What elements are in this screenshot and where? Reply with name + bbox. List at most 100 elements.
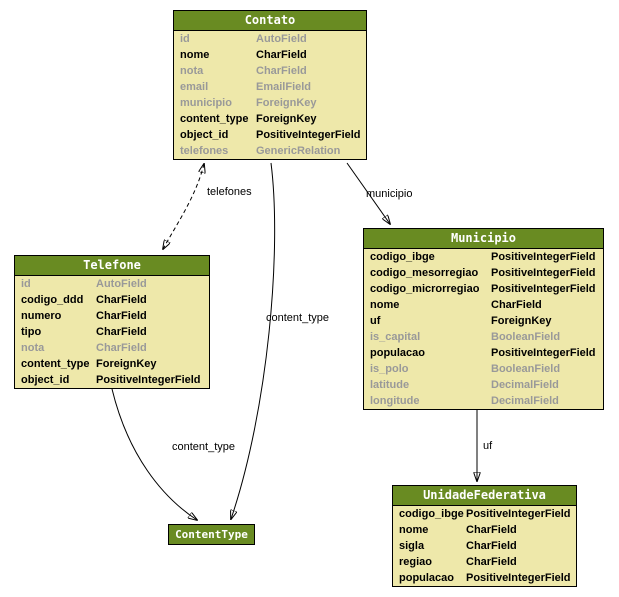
field-type: PositiveIntegerField — [96, 374, 201, 386]
field-type: CharField — [466, 540, 517, 552]
field-name: content_type — [180, 113, 249, 125]
field-type: PositiveIntegerField — [491, 283, 596, 295]
field-name: nome — [370, 299, 400, 311]
entity-contato-title: Contato — [174, 11, 366, 31]
field-name: id — [21, 278, 31, 290]
field-row: is_polo BooleanField — [364, 361, 603, 377]
field-type: CharField — [466, 556, 517, 568]
field-name: tipo — [21, 326, 42, 338]
field-type: PositiveIntegerField — [491, 251, 596, 263]
field-row: object_id PositiveIntegerField — [174, 127, 366, 143]
field-name: uf — [370, 315, 381, 327]
field-type: CharField — [466, 524, 517, 536]
field-type: BooleanField — [491, 363, 561, 375]
entity-unidadefederativa: UnidadeFederativa codigo_ibge PositiveIn… — [392, 485, 577, 587]
field-name: numero — [21, 310, 62, 322]
entity-municipio: Municipio codigo_ibge PositiveIntegerFie… — [363, 228, 604, 410]
field-type: PositiveIntegerField — [256, 129, 361, 141]
field-type: GenericRelation — [256, 145, 341, 157]
edge-label-content-type-telefone: content_type — [172, 441, 235, 453]
field-type: CharField — [256, 49, 307, 61]
field-row: nome CharField — [364, 297, 603, 313]
field-row: sigla CharField — [393, 538, 576, 554]
field-name: email — [180, 81, 209, 93]
edge-label-uf: uf — [483, 440, 493, 452]
field-name: regiao — [399, 556, 433, 568]
field-name: codigo_ddd — [21, 294, 84, 306]
field-name: populacao — [370, 347, 426, 359]
field-name: populacao — [399, 572, 455, 584]
field-name: telefones — [180, 145, 229, 157]
field-type: PositiveIntegerField — [466, 508, 571, 520]
field-type: CharField — [96, 310, 147, 322]
field-type: ForeignKey — [491, 315, 552, 327]
field-row: nome CharField — [393, 522, 576, 538]
field-type: PositiveIntegerField — [466, 572, 571, 584]
field-row: id AutoField — [15, 276, 209, 292]
field-name: latitude — [370, 379, 410, 391]
field-name: municipio — [180, 97, 232, 109]
field-name: is_capital — [370, 331, 421, 343]
entity-telefone: Telefone id AutoField codigo_ddd CharFie… — [14, 255, 210, 389]
field-name: codigo_mesorregiao — [370, 267, 479, 279]
field-row: object_id PositiveIntegerField — [15, 372, 209, 388]
field-row: telefones GenericRelation — [174, 143, 366, 159]
field-row: codigo_ibge PositiveIntegerField — [364, 249, 603, 265]
field-type: PositiveIntegerField — [491, 267, 596, 279]
field-type: CharField — [96, 294, 147, 306]
field-name: codigo_microrregiao — [370, 283, 480, 295]
field-row: uf ForeignKey — [364, 313, 603, 329]
field-name: is_polo — [370, 363, 409, 375]
field-row: nota CharField — [15, 340, 209, 356]
field-name: object_id — [21, 374, 70, 386]
field-type: CharField — [256, 65, 307, 77]
field-row: populacao PositiveIntegerField — [364, 345, 603, 361]
field-type: DecimalField — [491, 395, 559, 407]
field-name: id — [180, 33, 190, 45]
field-row: email EmailField — [174, 79, 366, 95]
field-type: AutoField — [256, 33, 307, 45]
field-type: EmailField — [256, 81, 312, 93]
field-row: content_type ForeignKey — [15, 356, 209, 372]
field-row: nome CharField — [174, 47, 366, 63]
field-row: populacao PositiveIntegerField — [393, 570, 576, 586]
entity-unidadefederativa-title: UnidadeFederativa — [393, 486, 576, 506]
field-name: nome — [399, 524, 429, 536]
field-name: codigo_ibge — [370, 251, 435, 263]
edge-label-municipio: municipio — [366, 188, 413, 200]
field-name: sigla — [399, 540, 425, 552]
edge-contato-telefones — [163, 164, 204, 249]
field-row: latitude DecimalField — [364, 377, 603, 393]
entity-telefone-title: Telefone — [15, 256, 209, 276]
field-type: CharField — [96, 326, 147, 338]
field-type: CharField — [491, 299, 542, 311]
field-row: id AutoField — [174, 31, 366, 47]
field-type: AutoField — [96, 278, 147, 290]
field-type: PositiveIntegerField — [491, 347, 596, 359]
entity-contenttype-title: ContentType — [169, 525, 254, 544]
edge-telefone-contenttype — [111, 388, 197, 520]
edge-contato-contenttype — [231, 162, 276, 519]
field-row: content_type ForeignKey — [174, 111, 366, 127]
field-type: DecimalField — [491, 379, 559, 391]
field-row: nota CharField — [174, 63, 366, 79]
field-name: longitude — [370, 395, 420, 407]
field-row: codigo_microrregiao PositiveIntegerField — [364, 281, 603, 297]
field-row: municipio ForeignKey — [174, 95, 366, 111]
edge-label-content-type-contato: content_type — [266, 312, 329, 324]
field-type: CharField — [96, 342, 147, 354]
field-row: codigo_ibge PositiveIntegerField — [393, 506, 576, 522]
field-row: codigo_mesorregiao PositiveIntegerField — [364, 265, 603, 281]
field-name: nota — [21, 342, 45, 354]
field-type: ForeignKey — [96, 358, 157, 370]
field-row: numero CharField — [15, 308, 209, 324]
field-row: regiao CharField — [393, 554, 576, 570]
field-row: longitude DecimalField — [364, 393, 603, 409]
field-row: is_capital BooleanField — [364, 329, 603, 345]
field-row: codigo_ddd CharField — [15, 292, 209, 308]
field-type: BooleanField — [491, 331, 561, 343]
edge-label-telefones: telefones — [207, 186, 252, 198]
entity-contenttype: ContentType — [168, 524, 255, 545]
field-row: tipo CharField — [15, 324, 209, 340]
